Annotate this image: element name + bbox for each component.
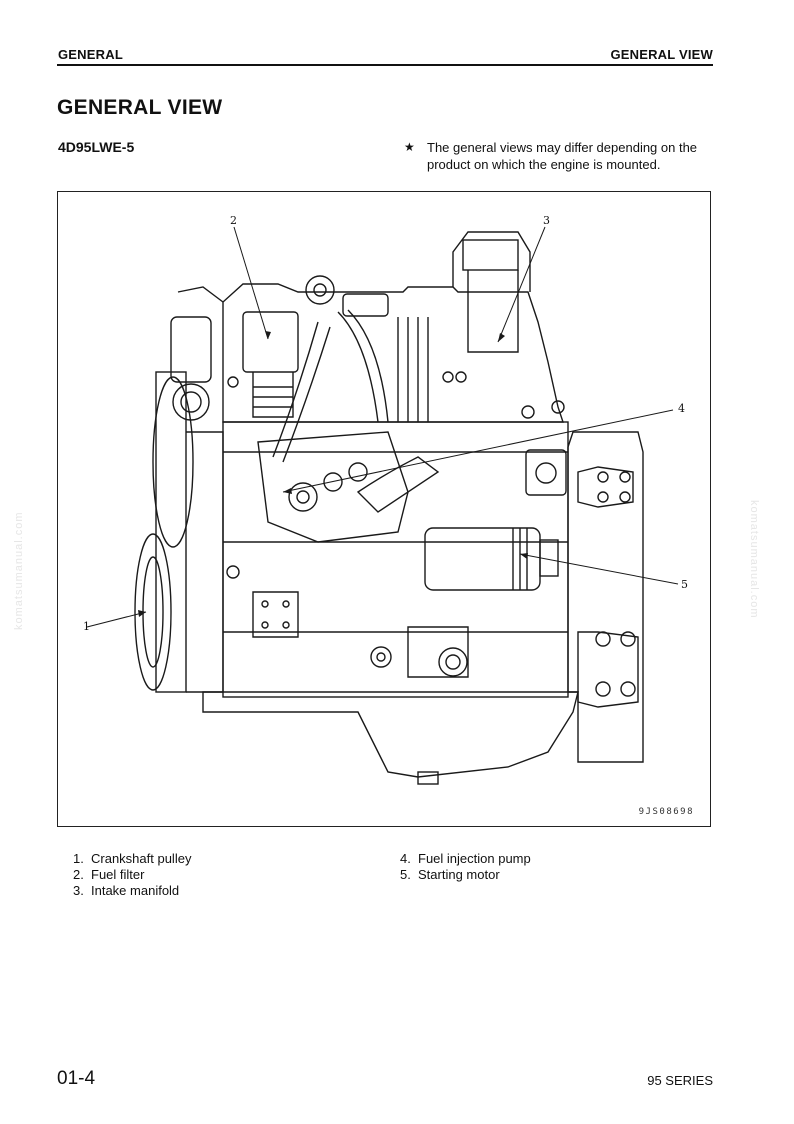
page-title: GENERAL VIEW xyxy=(57,96,223,119)
callout-2: 2 xyxy=(230,214,237,227)
header-chapter: GENERAL VIEW xyxy=(610,47,713,62)
watermark-left: komatsumanual.com xyxy=(13,511,25,631)
header-rule xyxy=(57,64,713,66)
legend-item: 2.Fuel filter xyxy=(73,867,145,882)
note: ★ The general views may differ depending… xyxy=(404,139,714,173)
legend-item: 3.Intake manifold xyxy=(73,883,180,898)
header-section: GENERAL xyxy=(58,47,123,62)
legend-item: 1.Crankshaft pulley xyxy=(73,851,192,866)
note-text: The general views may differ depending o… xyxy=(427,140,698,172)
figure-code: 9JS08698 xyxy=(638,807,694,817)
engine-model: 4D95LWE-5 xyxy=(58,139,135,155)
callout-1: 1 xyxy=(83,620,90,633)
page-number: 01-4 xyxy=(57,1068,96,1089)
watermark-right: komatsumanual.com xyxy=(748,500,760,619)
series-label: 95 SERIES xyxy=(647,1073,713,1088)
engine-drawing xyxy=(86,226,679,785)
star-icon: ★ xyxy=(404,140,415,154)
legend-right: 4.Fuel injection pump 5.Starting motor xyxy=(400,851,531,883)
callout-3: 3 xyxy=(543,214,550,227)
callout-5: 5 xyxy=(681,578,688,591)
callout-4: 4 xyxy=(678,402,685,415)
legend-item: 4.Fuel injection pump xyxy=(400,851,531,866)
engine-figure: 1 2 3 4 5 9JS08698 xyxy=(57,191,711,827)
legend-left: 1.Crankshaft pulley 2.Fuel filter 3.Inta… xyxy=(73,851,191,899)
legend-item: 5.Starting motor xyxy=(400,867,500,882)
